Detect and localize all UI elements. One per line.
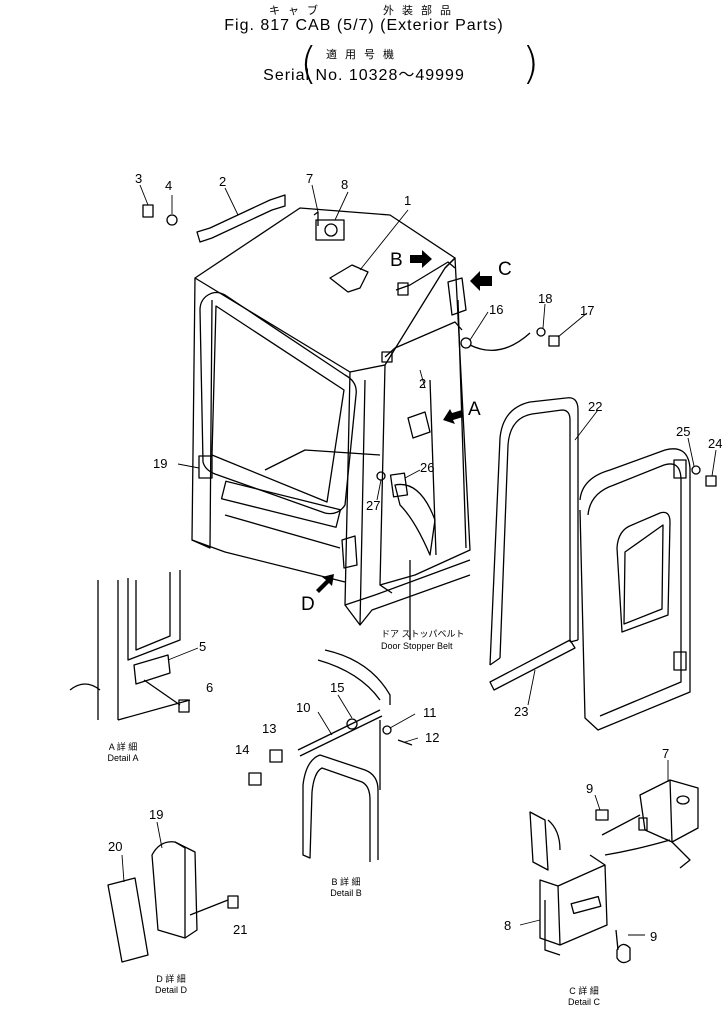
cab-door bbox=[579, 448, 717, 731]
part-number-1: 1 bbox=[404, 193, 411, 208]
arrow-b bbox=[410, 250, 432, 268]
open-bracket: ( bbox=[300, 38, 318, 89]
part-number-8: 8 bbox=[341, 177, 348, 192]
part-number-20: 20 bbox=[108, 839, 122, 854]
detail-c-view bbox=[529, 779, 699, 964]
part-number-2: 2 bbox=[219, 174, 226, 189]
part-number-27: 27 bbox=[366, 498, 380, 513]
view-arrow-label-d: D bbox=[301, 594, 315, 615]
arrow-d bbox=[316, 574, 334, 593]
part-number-26: 26 bbox=[420, 460, 434, 475]
part-number-7: 7 bbox=[306, 171, 313, 186]
part-number-9: 9 bbox=[586, 781, 593, 796]
detail-b-jp-label: B 詳 細 bbox=[331, 876, 360, 887]
japanese-title: キャブ 外装部品 bbox=[269, 5, 459, 17]
figure-title: Fig. 817 CAB (5/7) (Exterior Parts) bbox=[224, 17, 504, 34]
view-arrow-label-a: A bbox=[468, 399, 481, 420]
serial-range: Serial No. 10328～49999 bbox=[263, 67, 465, 84]
part-number-8: 8 bbox=[504, 918, 511, 933]
detail-b-view bbox=[248, 649, 413, 862]
japanese-serial-label: 適用号機 bbox=[326, 49, 402, 61]
part-number-4: 4 bbox=[165, 178, 172, 193]
door-stopper-belt-label: Door Stopper Belt bbox=[381, 641, 453, 651]
part-number-19: 19 bbox=[149, 807, 163, 822]
detail-b-label: Detail B bbox=[330, 888, 362, 898]
part-number-7: 7 bbox=[662, 746, 669, 761]
detail-a-label: Detail A bbox=[107, 753, 138, 763]
part-number-5: 5 bbox=[199, 639, 206, 654]
part-number-13: 13 bbox=[262, 721, 276, 736]
part-number-11: 11 bbox=[423, 705, 437, 720]
door-weatherstrip bbox=[489, 397, 579, 691]
part-number-12: 12 bbox=[425, 730, 439, 745]
part-number-18: 18 bbox=[538, 291, 552, 306]
part-number-3: 3 bbox=[135, 171, 142, 186]
detail-c-label: Detail C bbox=[568, 997, 601, 1007]
view-arrows bbox=[316, 250, 492, 593]
part-number-22: 22 bbox=[588, 399, 602, 414]
part-number-2: 2 bbox=[419, 376, 426, 391]
detail-c-jp-label: C 詳 細 bbox=[569, 985, 599, 996]
part-number-21: 21 bbox=[233, 922, 247, 937]
part-number-17: 17 bbox=[580, 303, 594, 318]
part-number-6: 6 bbox=[206, 680, 213, 695]
arrow-a bbox=[443, 409, 463, 424]
arrow-c bbox=[470, 271, 492, 291]
part-number-23: 23 bbox=[514, 704, 528, 719]
part-number-19: 19 bbox=[153, 456, 167, 471]
view-arrow-label-b: B bbox=[390, 250, 403, 271]
part-number-25: 25 bbox=[676, 424, 690, 439]
part-number-15: 15 bbox=[330, 680, 344, 695]
part-number-24: 24 bbox=[708, 436, 722, 451]
part-number-14: 14 bbox=[235, 742, 249, 757]
view-arrow-label-c: C bbox=[498, 259, 512, 280]
detail-a-view bbox=[69, 570, 191, 721]
detail-d-label: Detail D bbox=[155, 985, 188, 995]
close-bracket: ) bbox=[522, 38, 540, 89]
detail-a-jp-label: A 詳 細 bbox=[109, 741, 138, 752]
cab-body bbox=[142, 194, 560, 640]
part-number-9: 9 bbox=[650, 929, 657, 944]
part-number-10: 10 bbox=[296, 700, 310, 715]
detail-d-view bbox=[107, 841, 239, 963]
part-number-16: 16 bbox=[489, 302, 503, 317]
door-stopper-belt-jp-label: ドア ストッパベルト bbox=[381, 629, 465, 639]
detail-d-jp-label: D 詳 細 bbox=[156, 973, 186, 984]
